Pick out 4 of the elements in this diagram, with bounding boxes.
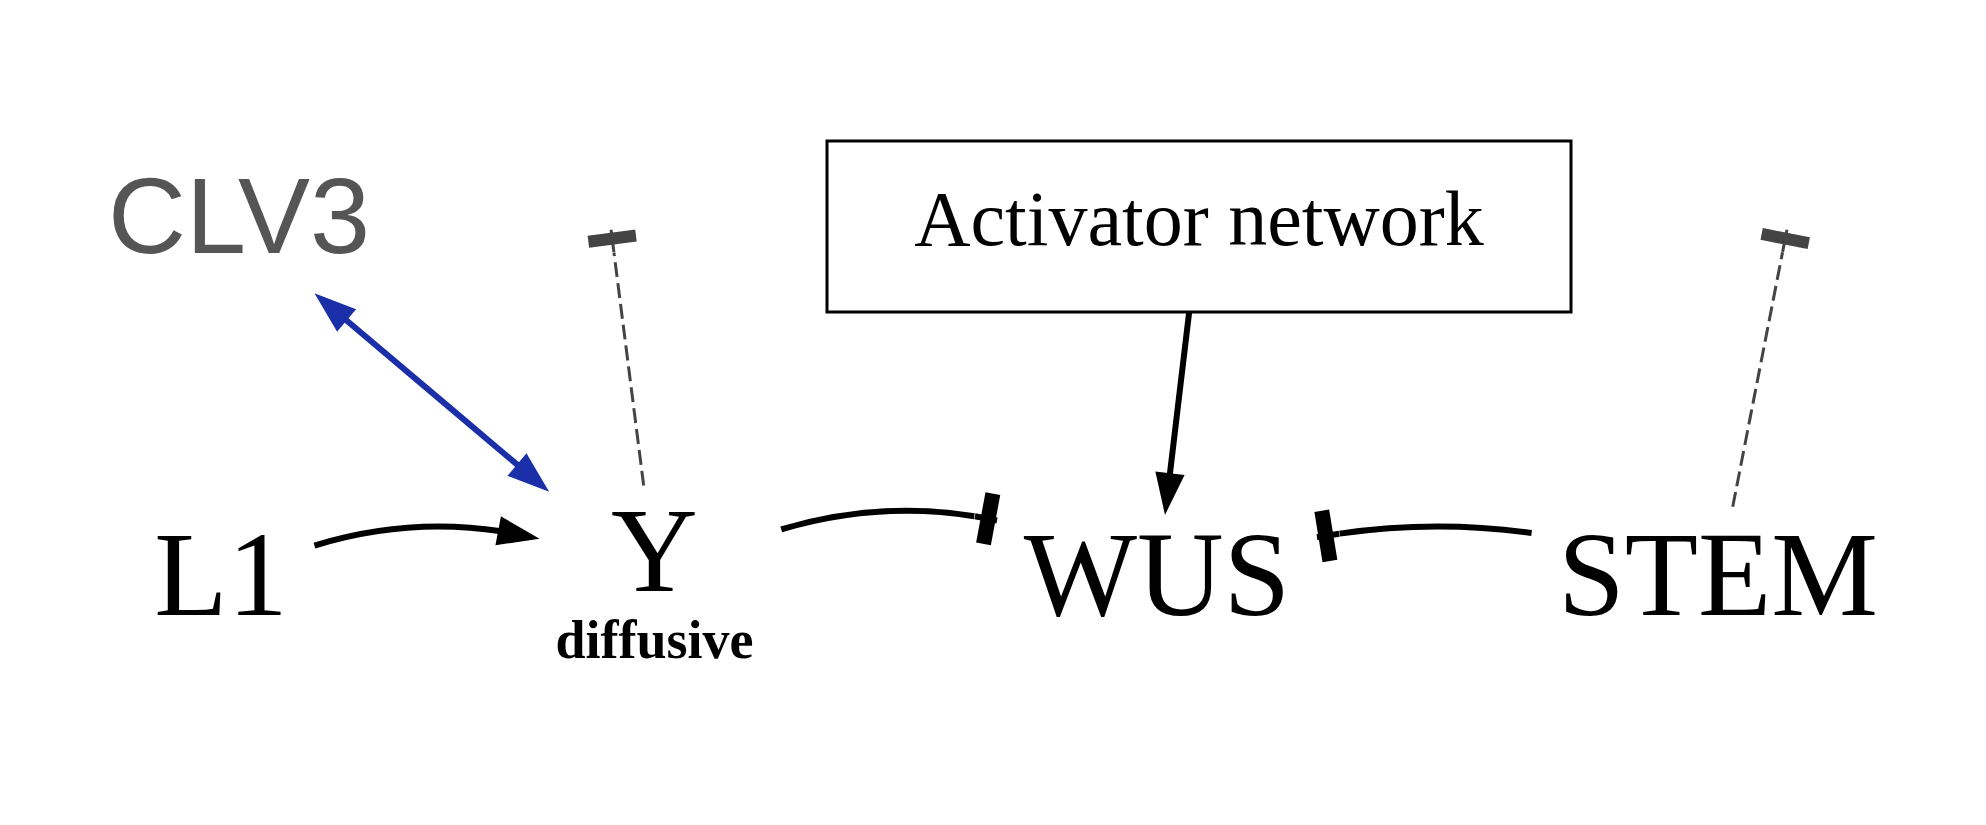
node-text: CLV3: [107, 154, 370, 276]
node-text: STEM: [1557, 508, 1878, 641]
node-text: WUS: [1023, 508, 1290, 641]
node-text: L1: [153, 508, 288, 641]
